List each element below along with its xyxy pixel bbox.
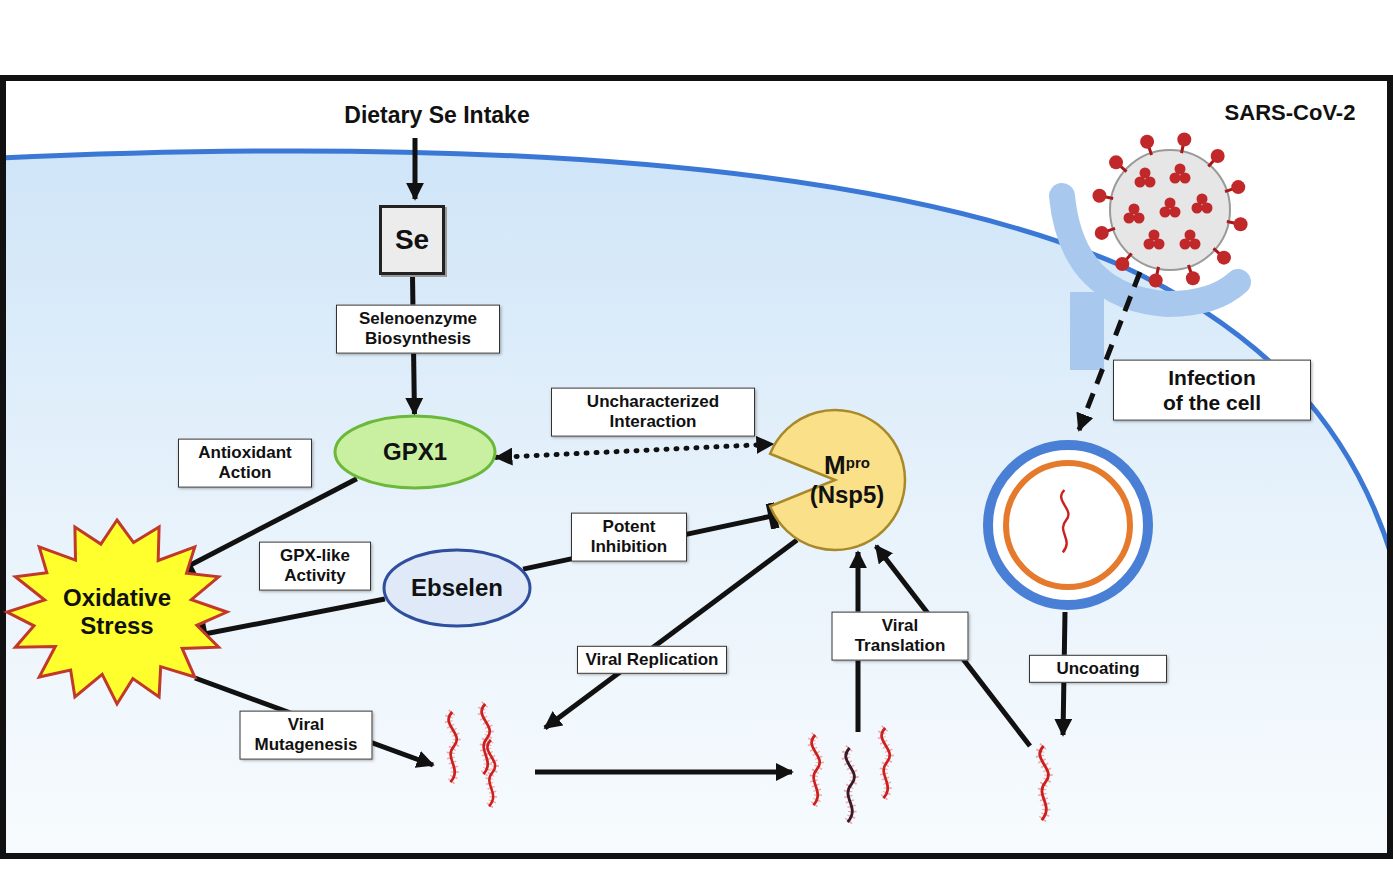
spike-head [1092,189,1106,203]
label-box: GPX-like Activity [259,542,371,591]
node-label: M [824,450,846,480]
node-label: (Nsp5) [810,481,885,508]
label-text: Dietary Se Intake [344,102,529,128]
spike-protein [1160,207,1171,218]
node-label: GPX1 [383,438,447,465]
node-label: Se [395,224,429,255]
edge-label: Antioxidant Action [198,443,292,482]
spike-protein [1134,213,1145,224]
protease-pacman: Mpro(Nsp5) [763,408,907,552]
ellipse-outline [335,416,495,488]
label-box: Viral Translation [832,612,969,661]
label-text: Viral Mutagenesis [255,715,358,754]
label-box: Infection of the cell [1113,360,1311,421]
text-line: (Nsp5) [810,481,885,509]
spike-head [1115,257,1129,271]
label-box: Viral Mutagenesis [240,711,373,760]
label-box: Uncoating [1029,655,1167,683]
text-line: Mpro [824,451,870,481]
node-text-group: Mpro(Nsp5) [763,408,907,552]
node-label: Oxidative Stress [63,584,171,639]
spike-head [1140,135,1154,149]
spike-protein [1124,213,1135,224]
label-text: Viral Replication [586,650,719,669]
viral-rna [449,490,1069,822]
label-box: Uncharacterized Interaction [551,388,755,437]
protease-pacman-shape [763,408,907,552]
node-text-group: GPX1 [333,414,497,490]
spike-head [1177,132,1191,146]
spike-protein [1145,177,1156,188]
pathway-arrow [195,138,1140,772]
heading-label: Dietary Se Intake [344,102,529,129]
label-box: Viral Replication [577,646,727,674]
spike-protein [1192,203,1203,214]
figure-frame [3,78,1390,856]
text-line: Ebselen [411,574,503,602]
node-text-group: Se [382,208,442,272]
spike-protein [1180,173,1191,184]
edge-label: Uncharacterized Interaction [587,392,719,431]
ellipse-outline [384,550,530,626]
edge-label: GPX-like Activity [280,546,350,585]
edge-label: Selenoenzyme Biosynthesis [359,309,477,348]
pacman-outline [770,410,905,550]
virus-particle [1092,132,1247,287]
label-box: Selenoenzyme Biosynthesis [336,305,500,354]
spike-head [1231,180,1245,194]
cell-interior [0,151,1393,856]
starburst-outline [7,520,227,704]
label-text: Viral Translation [855,616,946,655]
spike-head [1109,155,1123,169]
spike-protein [1144,239,1155,250]
spike-head [1217,251,1231,265]
label-text: Uncoating [1056,659,1139,678]
text-line: Oxidative Stress [52,584,182,639]
spike-protein [1154,239,1165,250]
text-line: Se [395,224,429,256]
spike-head [1095,226,1109,240]
drug-ellipse: Ebselen [382,548,532,628]
label-text: SARS-CoV-2 [1225,100,1356,125]
node-label: pro [846,454,870,471]
heading-label: SARS-CoV-2 [1225,100,1356,126]
inhibition-connector [203,599,385,634]
arrow-connector [496,444,772,457]
spike-protein [1202,203,1213,214]
label-text: Infection of the cell [1163,366,1261,414]
element-box: Se [379,205,445,275]
spike-head [1149,274,1163,288]
edge-label: Potent Inhibition [591,517,667,556]
spike-protein [1170,173,1181,184]
spike-protein [1170,207,1181,218]
label-box: Potent Inhibition [571,513,687,562]
enzyme-ellipse: GPX1 [333,414,497,490]
node-text-group: Oxidative Stress [4,517,230,707]
label-box: Antioxidant Action [178,439,312,488]
endosome [988,445,1148,605]
stress-starburst: Oxidative Stress [4,517,230,707]
node-text-group: Ebselen [382,548,532,628]
spike-head [1186,271,1200,285]
spike-protein [1135,177,1146,188]
text-line: GPX1 [383,438,447,466]
spike-protein [1190,239,1201,250]
cell-membrane [0,151,1393,560]
spike-head [1211,149,1225,163]
spike-protein [1180,239,1191,250]
spike-head [1234,217,1248,231]
node-label: Ebselen [411,574,503,601]
